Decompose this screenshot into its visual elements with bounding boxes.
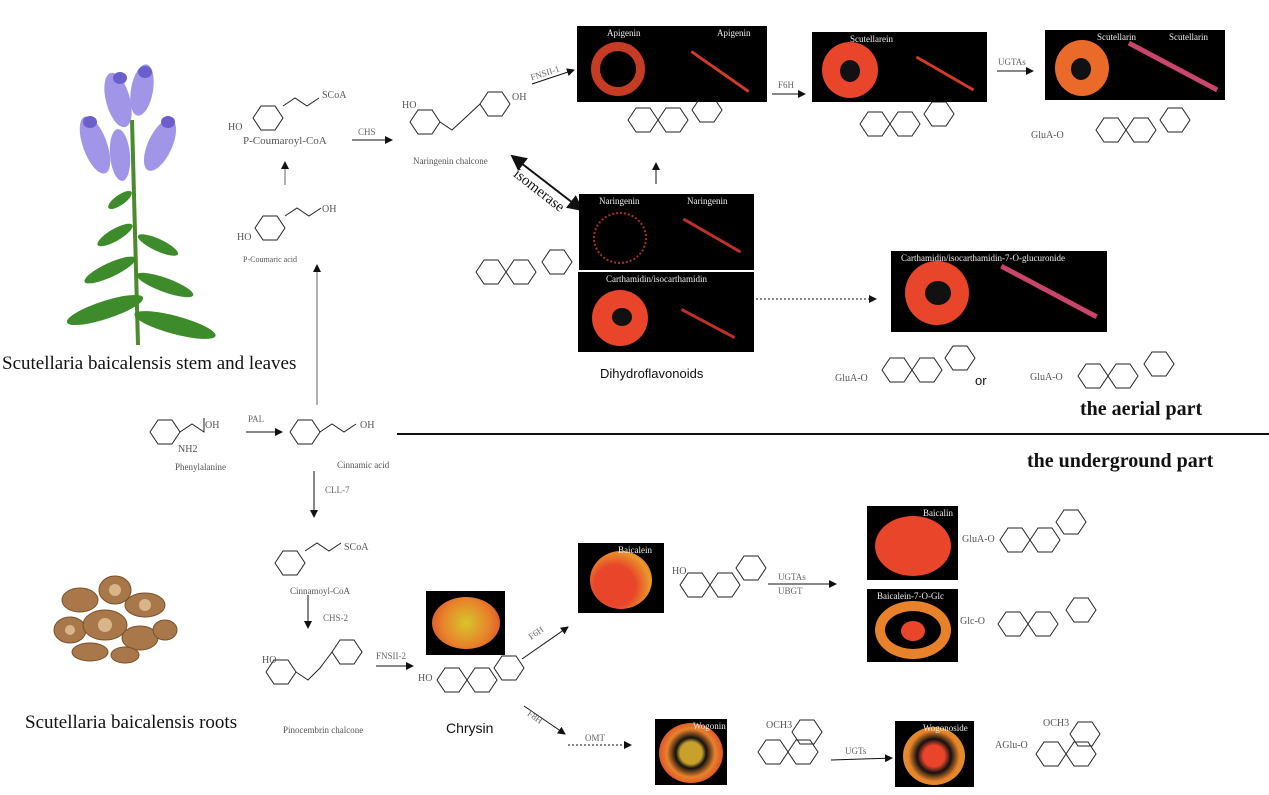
compound-p-coumaroyl-coa: P-Coumaroyl-CoA xyxy=(243,135,327,147)
image-caption: Wogonin xyxy=(693,721,726,731)
image-wogonin: Wogonin xyxy=(655,719,727,785)
label-or: or xyxy=(975,373,987,388)
image-carthamidin: Carthamidin/isocarthamidin xyxy=(578,272,754,352)
enzyme-ubgt: UBGT xyxy=(778,586,803,596)
image-caption: Baicalein xyxy=(618,545,652,555)
substituent-glua-o: GluA-O xyxy=(1031,130,1064,141)
enzyme-fnsii-2: FNSII-2 xyxy=(376,651,407,661)
substituent-ho: HO xyxy=(418,673,433,684)
image-chrysin xyxy=(426,591,505,655)
section-label-underground: the underground part xyxy=(1027,450,1214,472)
compound-cinnamoyl-coa: Cinnamoyl-CoA xyxy=(290,586,350,596)
arrow-f8h xyxy=(523,705,566,735)
substituent-ho: HO xyxy=(262,655,277,666)
enzyme-pal: PAL xyxy=(248,414,265,424)
coumaric-ring xyxy=(254,215,286,241)
image-caption: Naringenin xyxy=(599,196,640,206)
substituent-oh: OH xyxy=(322,204,337,215)
compound-cinnamic-acid: Cinnamic acid xyxy=(337,460,390,470)
substituent-scoa: SCoA xyxy=(322,90,347,101)
phenylalanine-ring xyxy=(149,419,181,445)
arrow-f6h-bottom xyxy=(521,626,569,660)
image-caption: Carthamidin/isocarthamidin xyxy=(606,274,707,284)
naringenin-chalcone-ring-a xyxy=(409,109,441,135)
section-label-aerial: the aerial part xyxy=(1080,398,1203,420)
plant-label-roots: Scutellaria baicalensis roots xyxy=(25,712,238,733)
substituent-nh2: NH2 xyxy=(178,444,198,455)
substituent-ho: HO xyxy=(672,566,687,577)
compound-naringenin-chalcone: Naringenin chalcone xyxy=(413,156,488,166)
image-caption: Scutellarin xyxy=(1169,32,1208,42)
cinnamic-ring xyxy=(289,419,321,445)
image-caption: Baicalin xyxy=(923,508,953,518)
image-caption: Carthamidin/isocarthamidin-7-O-glucuroni… xyxy=(901,253,1065,263)
plant-label-stem: Scutellaria baicalensis stem and leaves xyxy=(2,353,297,374)
substituent-oh: OH xyxy=(205,420,220,431)
image-baicalein-7-o-glc: Baicalein-7-O-Glc xyxy=(867,589,958,662)
substituent-glc-o: Glc-O xyxy=(960,616,985,627)
substituent-och3: OCH3 xyxy=(1043,718,1070,729)
enzyme-chs: CHS xyxy=(358,127,376,137)
substituent-aglu-o: AGlu-O xyxy=(995,740,1028,751)
image-caption: Apigenin xyxy=(717,28,751,38)
image-baicalin: Baicalin xyxy=(867,506,958,580)
image-caption: Baicalein-7-O-Glc xyxy=(877,591,944,601)
enzyme-cll-7: CLL-7 xyxy=(325,485,350,495)
compound-phenylalanine: Phenylalanine xyxy=(175,462,226,472)
image-baicalein: Baicalein xyxy=(578,543,664,613)
image-wogonoside: Wogonoside xyxy=(895,721,974,787)
compound-chrysin: Chrysin xyxy=(446,720,494,736)
substituent-oh: OH xyxy=(512,92,527,103)
arrow-fnsii1 xyxy=(531,68,575,85)
enzyme-omt: OMT xyxy=(585,733,605,743)
enzyme-ugts: UGTs xyxy=(845,746,867,756)
enzyme-f6h-top: F6H xyxy=(778,80,795,90)
image-apigenin: Apigenin Apigenin xyxy=(577,26,767,102)
substituent-glua-o: GluA-O xyxy=(1030,372,1063,383)
substituent-glua-o: GluA-O xyxy=(962,534,995,545)
substituent-ho: HO xyxy=(228,122,243,133)
substituent-oh: OH xyxy=(360,420,375,431)
enzyme-chs-2: CHS-2 xyxy=(323,613,349,623)
substituent-scoa: SCoA xyxy=(344,542,369,553)
substituent-ho: HO xyxy=(237,232,252,243)
arrow-ugts xyxy=(830,754,893,763)
compound-dihydroflavonoids: Dihydroflavonoids xyxy=(600,366,704,381)
image-naringenin: Naringenin Naringenin xyxy=(579,194,754,270)
substituent-glua-o: GluA-O xyxy=(835,373,868,384)
substituent-och3: OCH3 xyxy=(766,720,793,731)
enzyme-ugtas-bottom: UGTAs xyxy=(778,572,806,582)
substituent-ho: HO xyxy=(402,100,417,111)
image-caption: Wogonoside xyxy=(923,723,968,733)
image-carthamidin-glucuronide: Carthamidin/isocarthamidin-7-O-glucuroni… xyxy=(891,251,1107,332)
roots-illustration xyxy=(53,575,178,664)
coumaroyl-ring xyxy=(252,105,284,131)
stem-and-leaves-illustration xyxy=(66,64,216,346)
image-scutellarin: Scutellarin Scutellarin xyxy=(1045,30,1225,100)
compound-pinocembrin-chalcone: Pinocembrin chalcone xyxy=(283,725,364,735)
naringenin-chalcone-ring-b xyxy=(479,91,511,117)
image-scutellarein: Scutellarein xyxy=(812,32,987,102)
arrow-isomerase xyxy=(510,154,584,212)
image-caption: Scutellarin xyxy=(1097,32,1136,42)
enzyme-ugtas-top: UGTAs xyxy=(998,57,1026,67)
image-caption: Scutellarein xyxy=(850,34,893,44)
compound-p-coumaric-acid: P-Coumaric acid xyxy=(243,255,297,264)
image-caption: Apigenin xyxy=(607,28,641,38)
image-caption: Naringenin xyxy=(687,196,728,206)
